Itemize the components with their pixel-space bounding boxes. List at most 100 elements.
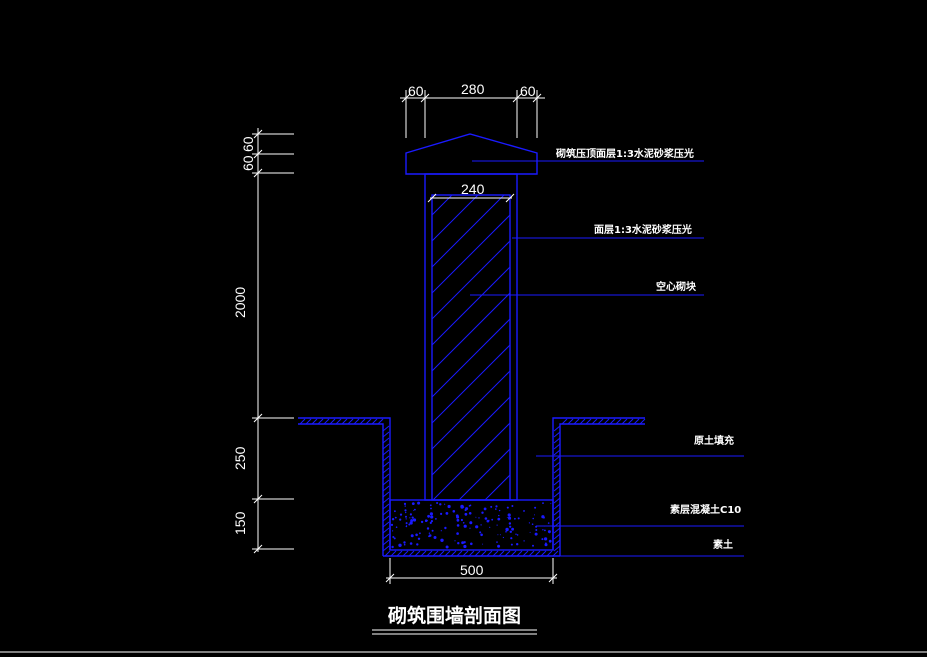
ground-hatch-tick <box>382 443 390 450</box>
concrete-aggregate-dot <box>545 542 547 544</box>
ground-hatch-tick <box>553 539 561 546</box>
ground-hatch-tick <box>480 550 487 557</box>
concrete-aggregate-dot <box>419 532 421 535</box>
concrete-aggregate-dot <box>410 519 414 523</box>
ground-hatch-tick <box>382 485 390 492</box>
concrete-aggregate-dot <box>534 506 537 509</box>
concrete-aggregate-dot <box>392 530 394 532</box>
concrete-aggregate-dot <box>506 506 509 509</box>
concrete-aggregate-dot <box>475 516 477 518</box>
concrete-aggregate-dot <box>505 527 509 532</box>
ground-hatch-tick <box>359 418 366 425</box>
concrete-aggregate-dot <box>535 529 538 531</box>
ground-hatch-tick <box>486 550 493 557</box>
concrete-aggregate-dot <box>464 541 466 543</box>
ground-hatch-tick <box>382 449 390 456</box>
note-backfill: 原土填充 <box>694 434 734 447</box>
concrete-aggregate-dot <box>394 516 397 519</box>
note-surface: 面层1:3水泥砂浆压光 <box>594 223 692 236</box>
hatch-line <box>431 214 511 294</box>
hatch-line <box>431 370 511 450</box>
concrete-aggregate-dot <box>497 544 501 548</box>
hatch-line <box>431 194 479 242</box>
ground-hatch-tick <box>639 418 646 425</box>
concrete-aggregate-dot <box>433 536 437 539</box>
concrete-aggregate-dot <box>456 515 460 519</box>
concrete-aggregate-dot <box>398 543 402 547</box>
ground-hatch-tick <box>553 461 561 468</box>
concrete-aggregate-dot <box>478 517 480 519</box>
ground-hatch-tick <box>382 437 390 444</box>
ground-hatch <box>299 418 646 557</box>
concrete-aggregate-dot <box>444 526 447 530</box>
hatch-line <box>431 396 511 476</box>
ground-hatch-tick <box>371 418 378 425</box>
ground-hatch-tick <box>384 550 391 557</box>
ground-hatch-tick <box>553 449 561 456</box>
hatch-line <box>484 474 511 501</box>
concrete-aggregate-dot <box>510 537 513 540</box>
concrete-aggregate-dot <box>420 520 424 524</box>
ground-hatch-tick <box>444 550 451 557</box>
concrete-aggregate-dot <box>404 505 406 507</box>
ground-hatch-tick <box>382 455 390 462</box>
ground-hatch-tick <box>382 521 390 528</box>
dim-top-width: 280 <box>461 81 485 97</box>
concrete-aggregate-dot <box>415 533 418 537</box>
hatch-line <box>431 194 505 268</box>
concrete-aggregate-dot <box>498 514 500 517</box>
concrete-aggregate-dot <box>541 538 544 541</box>
concrete-aggregate-dot <box>528 522 531 524</box>
ground-hatch-tick <box>553 545 561 552</box>
dim-base-width: 500 <box>460 562 484 578</box>
ground-hatch-tick <box>553 479 561 486</box>
concrete-aggregate-dot <box>515 533 517 535</box>
ground-hatch-tick <box>553 503 561 510</box>
ground-hatch-tick <box>329 418 336 425</box>
ground-hatch-tick <box>390 550 397 557</box>
hatch-line <box>431 344 511 424</box>
concrete-aggregate-dot <box>403 543 406 546</box>
concrete-aggregate-dot <box>391 518 395 521</box>
concrete-aggregate-dot <box>416 543 419 546</box>
concrete-aggregate-dot <box>529 531 531 533</box>
ground-hatch-tick <box>382 479 390 486</box>
concrete-aggregate-dot <box>483 507 487 511</box>
concrete-aggregate-dot <box>414 508 416 511</box>
note-soil: 素土 <box>713 538 733 551</box>
concrete-aggregate-dot <box>511 527 514 531</box>
ground-hatch-tick <box>553 527 561 534</box>
ground-hatch-tick <box>504 550 511 557</box>
concrete-aggregate-dot <box>491 518 494 521</box>
concrete-aggregate-dot <box>534 514 535 516</box>
concrete-aggregate-dot <box>480 524 482 526</box>
hatch-line <box>431 266 511 346</box>
concrete-aggregate-dot <box>502 536 504 539</box>
concrete-aggregate-dot <box>429 512 433 516</box>
concrete-aggregate-dot <box>517 517 520 520</box>
top-dimension-chain <box>400 90 545 138</box>
concrete-aggregate-dot <box>507 516 512 520</box>
ground-hatch-tick <box>353 418 360 425</box>
concrete-aggregate-dot <box>452 510 456 513</box>
concrete-aggregate-dot <box>399 518 402 521</box>
concrete-aggregate-dot <box>429 521 432 525</box>
ground-hatch-tick <box>553 455 561 462</box>
concrete-aggregate-dot <box>390 523 394 527</box>
ground-hatch-tick <box>528 550 535 557</box>
dim-left-cap-a: 60 <box>240 136 256 152</box>
concrete-aggregate-dot <box>456 524 460 527</box>
ground-hatch-tick <box>402 550 409 557</box>
ground-hatch-tick <box>585 418 592 425</box>
ground-hatch-tick <box>382 533 390 540</box>
concrete-aggregate-dot <box>430 507 432 510</box>
concrete-aggregate-dot <box>544 543 548 547</box>
leader-lines <box>470 160 744 557</box>
concrete-aggregate-dot <box>409 513 412 516</box>
concrete-aggregate-dot <box>469 527 471 529</box>
concrete-aggregate-dot <box>499 534 501 536</box>
concrete-aggregate-dot <box>505 531 507 533</box>
drawing-title: 砌筑围墙剖面图 <box>387 604 521 627</box>
concrete-aggregate-dot <box>405 522 408 525</box>
concrete-aggregate-dot <box>405 518 407 520</box>
